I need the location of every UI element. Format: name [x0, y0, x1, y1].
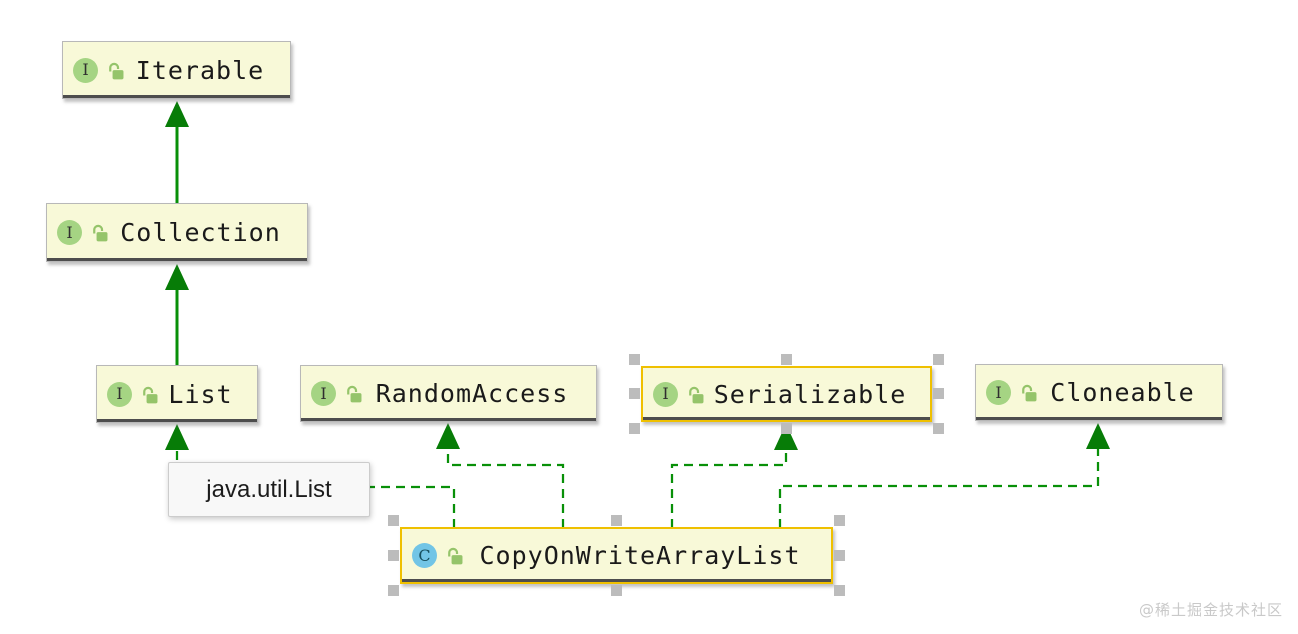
- node-label: Collection: [120, 218, 281, 247]
- class-icon: C: [412, 543, 437, 568]
- selection-handle-w[interactable]: [388, 549, 399, 561]
- unlocked-icon: [448, 547, 463, 565]
- interface-icon: I: [311, 381, 336, 406]
- watermark: @稀土掘金技术社区: [1138, 601, 1283, 619]
- selection-handle-s[interactable]: [780, 423, 792, 434]
- node-cloneable[interactable]: I Cloneable: [975, 364, 1223, 421]
- node-label: List: [168, 379, 233, 409]
- dashed-edge-line: [778, 447, 1100, 528]
- unlocked-icon: [689, 386, 704, 403]
- inheritance-arrowhead: [165, 424, 189, 450]
- node-collection[interactable]: I Collection: [46, 203, 308, 262]
- tooltip: java.util.List: [168, 462, 370, 517]
- dashed-edge-line: [670, 448, 788, 528]
- node-label: RandomAccess: [375, 379, 569, 408]
- list-extends-collection: [165, 264, 189, 366]
- selection-handle-ne[interactable]: [834, 515, 845, 526]
- node-label: CopyOnWriteArrayList: [479, 541, 801, 570]
- selection-handle-w[interactable]: [629, 388, 640, 399]
- node-iterable[interactable]: I Iterable: [62, 41, 291, 99]
- node-label: Cloneable: [1050, 378, 1195, 407]
- inheritance-arrowhead: [1086, 423, 1110, 449]
- selection-handle-e[interactable]: [834, 549, 845, 561]
- selection-handle-n[interactable]: [780, 354, 792, 365]
- selection-handle-e[interactable]: [933, 388, 944, 399]
- copyonwritearraylist-implements-serializable: [670, 424, 798, 528]
- selection-handle-nw[interactable]: [388, 515, 399, 526]
- node-list[interactable]: I List: [96, 365, 258, 423]
- unlocked-icon: [109, 62, 124, 79]
- selection-handle-se[interactable]: [834, 585, 845, 596]
- selection-handle-s[interactable]: [610, 585, 622, 596]
- selection-handle-nw[interactable]: [629, 354, 640, 365]
- selection-handle-se[interactable]: [933, 423, 944, 434]
- interface-icon: I: [986, 380, 1011, 405]
- unlocked-icon: [347, 385, 362, 403]
- interface-icon: I: [73, 57, 98, 83]
- selection-handle-n[interactable]: [610, 515, 622, 526]
- inheritance-arrowhead: [774, 424, 798, 450]
- selection-handle-ne[interactable]: [933, 354, 944, 365]
- collection-extends-iterable: [165, 101, 189, 204]
- interface-icon: I: [57, 220, 82, 245]
- node-serializable[interactable]: I Serializable: [629, 354, 944, 434]
- node-copyonwritearraylist[interactable]: C CopyOnWriteArrayList: [388, 515, 845, 596]
- node-label: Serializable: [713, 379, 907, 409]
- selection-handle-sw[interactable]: [388, 585, 399, 596]
- tooltip-text: java.util.List: [206, 475, 332, 503]
- inheritance-arrowhead: [436, 423, 460, 449]
- unlocked-icon: [1022, 384, 1037, 402]
- inheritance-arrowhead: [165, 101, 189, 127]
- copyonwritearraylist-implements-randomaccess: [436, 423, 565, 528]
- node-randomaccess[interactable]: I RandomAccess: [300, 365, 597, 422]
- dashed-edge-line: [446, 447, 565, 528]
- node-label: Iterable: [135, 55, 265, 85]
- copyonwritearraylist-implements-cloneable: [778, 423, 1110, 528]
- interface-icon: I: [107, 381, 132, 407]
- inheritance-arrowhead: [165, 264, 189, 290]
- selection-handle-sw[interactable]: [629, 423, 640, 434]
- interface-icon: I: [653, 381, 678, 407]
- unlocked-icon: [143, 386, 158, 403]
- unlocked-icon: [93, 224, 108, 242]
